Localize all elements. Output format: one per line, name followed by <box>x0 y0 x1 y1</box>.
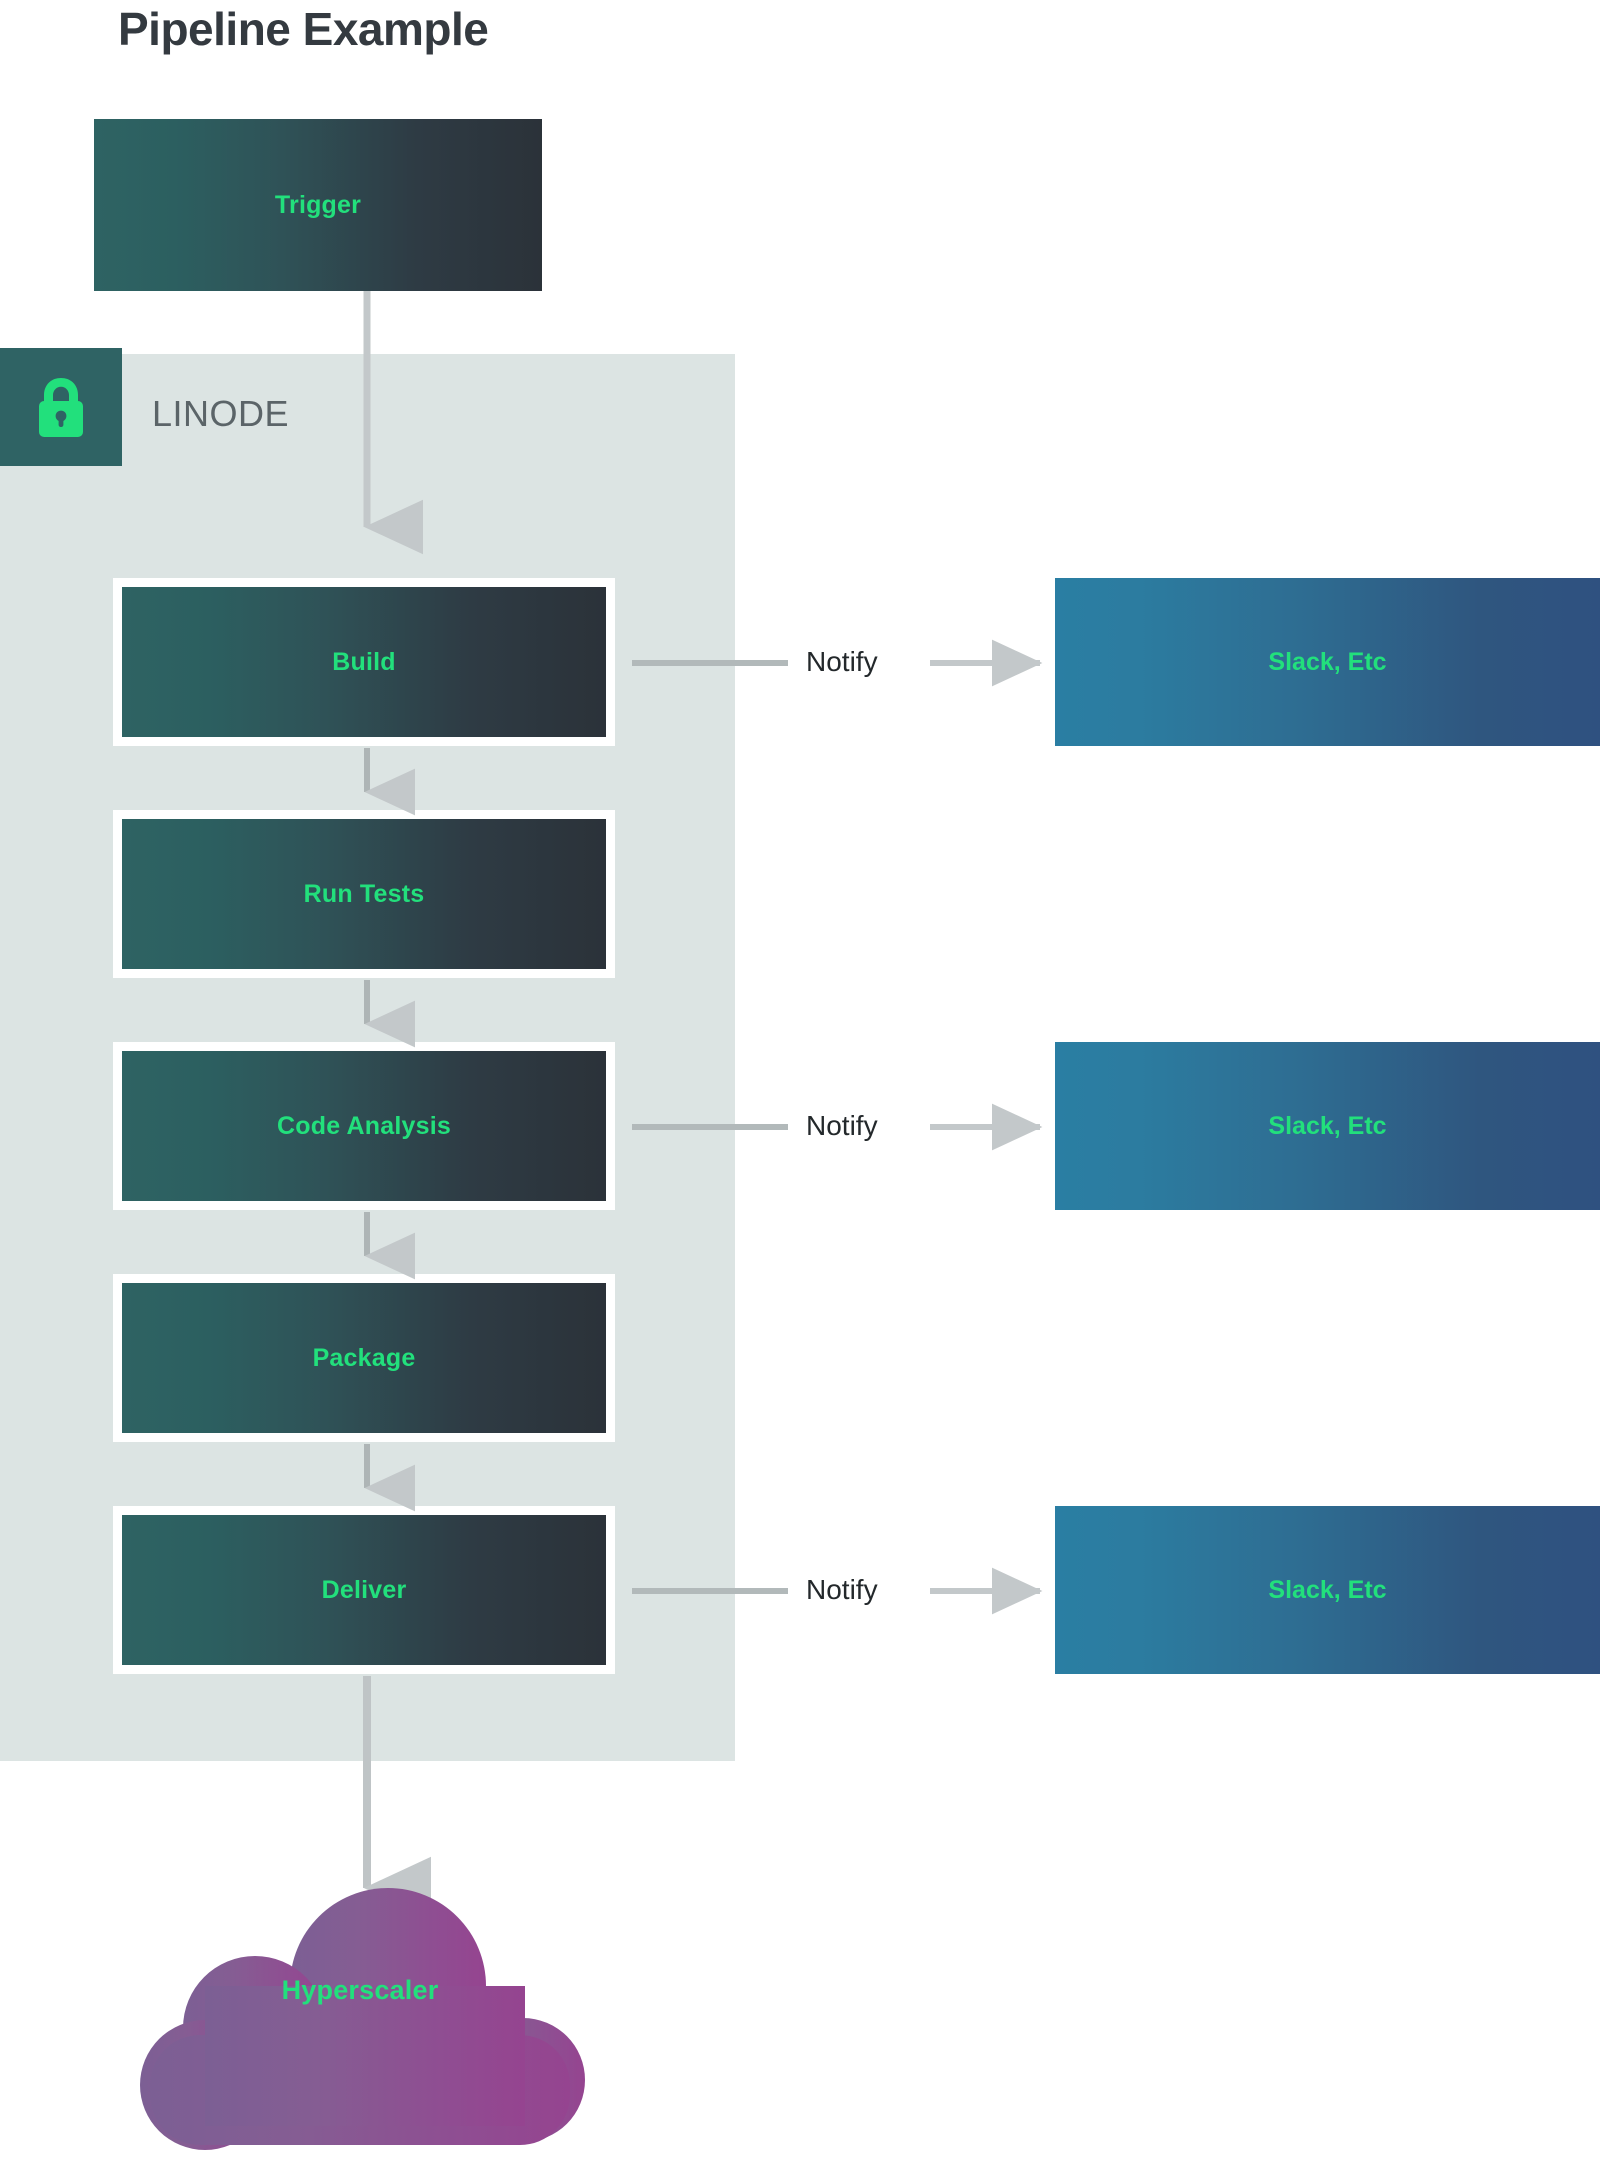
node-slack-2[interactable]: Slack, Etc <box>1055 1042 1600 1210</box>
node-code-analysis[interactable]: Code Analysis <box>113 1042 615 1210</box>
node-run-tests[interactable]: Run Tests <box>113 810 615 978</box>
node-run-tests-label: Run Tests <box>303 879 425 908</box>
node-hyperscaler-label: Hyperscaler <box>281 1975 439 2005</box>
zone-label: LINODE <box>152 393 290 434</box>
page-title: Pipeline Example <box>118 3 489 55</box>
node-package[interactable]: Package <box>113 1274 615 1442</box>
edge-label-notify-3: Notify <box>806 1574 878 1605</box>
node-code-analysis-label: Code Analysis <box>277 1111 451 1140</box>
node-slack-2-label: Slack, Etc <box>1268 1111 1387 1140</box>
node-slack-1-label: Slack, Etc <box>1268 647 1387 676</box>
node-hyperscaler[interactable] <box>140 1888 585 2150</box>
node-deliver-label: Deliver <box>321 1575 407 1604</box>
node-slack-3-label: Slack, Etc <box>1268 1575 1387 1604</box>
node-deliver[interactable]: Deliver <box>113 1506 615 1674</box>
edge-label-notify-1: Notify <box>806 646 878 677</box>
node-build[interactable]: Build <box>113 578 615 746</box>
node-trigger-label: Trigger <box>274 190 362 219</box>
edge-label-notify-2: Notify <box>806 1110 878 1141</box>
lock-icon <box>39 378 83 437</box>
node-trigger[interactable]: Trigger <box>94 119 542 291</box>
node-slack-1[interactable]: Slack, Etc <box>1055 578 1600 746</box>
node-package-label: Package <box>312 1343 416 1372</box>
node-build-label: Build <box>332 647 396 676</box>
node-slack-3[interactable]: Slack, Etc <box>1055 1506 1600 1674</box>
zone-lock-badge <box>0 348 122 466</box>
